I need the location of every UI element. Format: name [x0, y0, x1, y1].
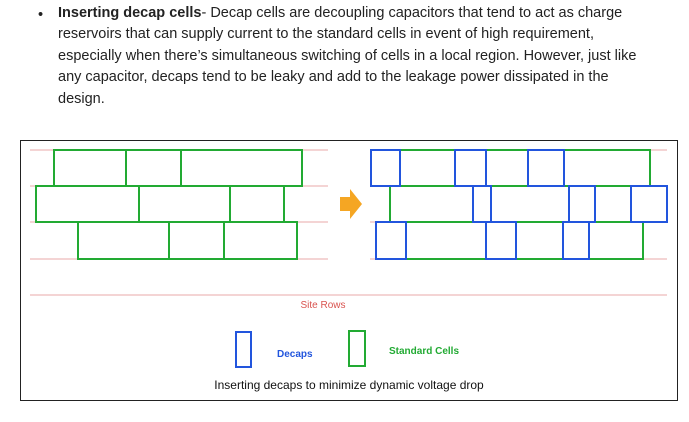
bullet-separator: -: [201, 5, 211, 21]
standard-cell: [389, 185, 474, 223]
right-decaps: [370, 149, 668, 260]
legend-standard-label: Standard Cells: [389, 346, 459, 357]
standard-cell: [490, 185, 570, 223]
legend-decap-swatch: [235, 331, 252, 368]
decap-cell: [472, 185, 492, 223]
standard-cell: [138, 185, 231, 223]
standard-cell: [223, 221, 298, 260]
bullet-item: • Inserting decap cells- Decap cells are…: [38, 3, 658, 110]
site-rows-label: Site Rows: [300, 300, 345, 311]
figure-frame: [20, 140, 678, 401]
decap-cell: [454, 149, 487, 187]
standard-cell: [35, 185, 140, 223]
bullet-paragraph: Inserting decap cells- Decap cells are d…: [58, 3, 658, 110]
decap-cell: [370, 149, 401, 187]
standard-cell: [485, 149, 529, 187]
standard-cell: [168, 221, 225, 260]
bullet-dot: •: [38, 7, 44, 23]
standard-cell: [563, 149, 651, 187]
standard-cell: [77, 221, 170, 260]
decap-cell: [527, 149, 565, 187]
standard-cell: [125, 149, 182, 187]
standard-cell: [588, 221, 644, 260]
standard-cell: [399, 149, 456, 187]
standard-cell: [594, 185, 632, 223]
decap-cell: [375, 221, 407, 260]
legend-decaps-label: Decaps: [277, 349, 313, 360]
bullet-title: Inserting decap cells: [58, 5, 202, 21]
standard-cell: [515, 221, 564, 260]
decap-cell: [630, 185, 668, 223]
decap-cell: [485, 221, 517, 260]
standard-cell: [180, 149, 303, 187]
decap-cell: [562, 221, 590, 260]
arrow-icon: [340, 189, 362, 219]
left-standard-cells: [35, 149, 303, 260]
standard-cell: [229, 185, 285, 223]
decap-cell: [568, 185, 596, 223]
legend-standard-swatch: [348, 330, 366, 367]
bullet-body: Decap cells are decoupling capacitors th…: [58, 5, 637, 107]
figure-caption: Inserting decaps to minimize dynamic vol…: [214, 378, 484, 392]
standard-cell: [53, 149, 127, 187]
right-standard-cells: [389, 149, 651, 260]
standard-cell: [405, 221, 487, 260]
